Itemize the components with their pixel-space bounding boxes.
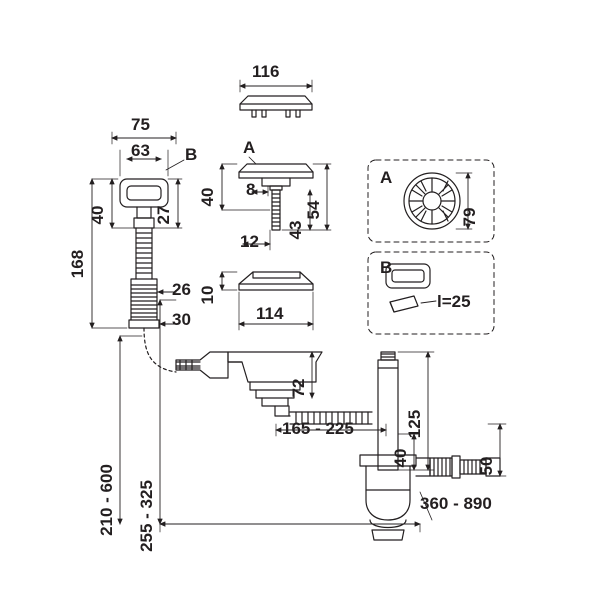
dim-label-63: 63 [131,141,150,160]
dim-label-40-left: 40 [88,205,107,225]
dim-label-12: 12 [240,232,259,251]
dim-label-168: 168 [68,249,87,279]
detail-b-dim-l25: l=25 [437,292,471,311]
dim-label-40-mid: 40 [198,187,217,207]
dim-label-43: 43 [286,220,305,240]
callout-b-left: B [185,145,198,164]
dim-label-114: 114 [256,304,284,323]
dim-label-116: 116 [252,62,280,81]
dim-label-26: 26 [172,280,191,299]
dim-label-360-890: 360 - 890 [420,494,492,513]
dim-label-165-225: 165 - 225 [282,419,354,438]
dim-label-27: 27 [154,205,173,225]
dim-label-40-right: 40 [391,448,410,468]
callout-a-middle: A [243,138,256,157]
dim-label-210-600: 210 - 600 [97,464,116,536]
detail-a-dim-79: 79 [460,207,479,227]
detail-box-a-label: A [380,168,393,187]
dim-label-255-325: 255 - 325 [137,480,156,552]
detail-box-b-label: B [380,258,393,277]
dim-label-8: 8 [246,180,256,199]
dim-label-125: 125 [405,409,424,439]
dim-label-30: 30 [172,310,191,329]
dim-label-75: 75 [131,115,150,134]
dim-label-54: 54 [304,200,323,220]
dim-label-72: 72 [289,378,308,398]
dim-label-50: 50 [477,456,496,476]
dim-label-10: 10 [198,285,217,305]
